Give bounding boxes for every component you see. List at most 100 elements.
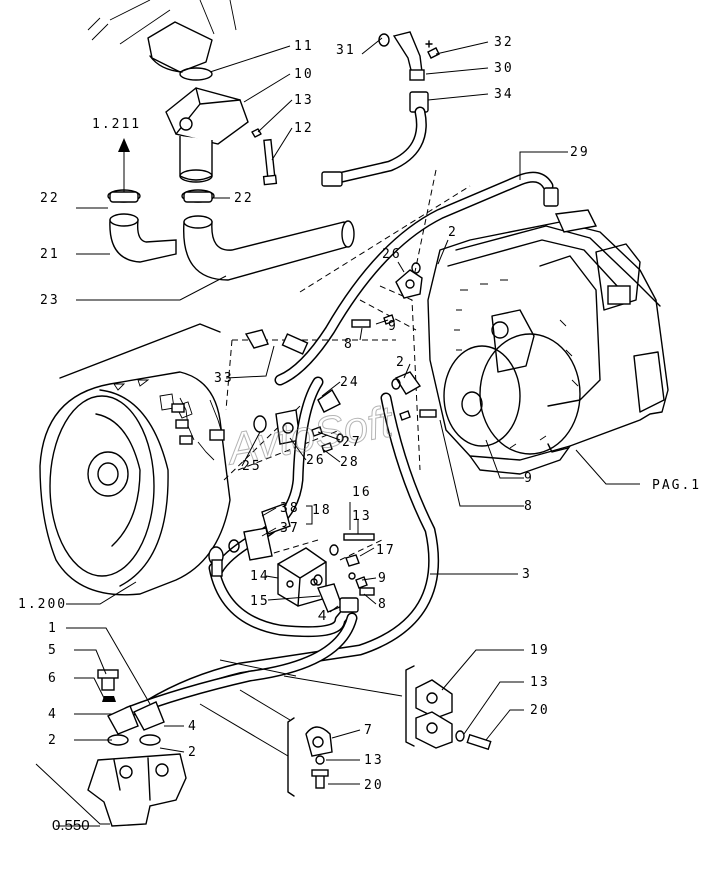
lower-fittings bbox=[87, 669, 187, 827]
callout-2-left: 2 bbox=[48, 733, 58, 748]
torque-converter-housing bbox=[39, 323, 231, 596]
clamp-7-group bbox=[287, 717, 333, 797]
callout-2-upper: 2 bbox=[448, 225, 458, 240]
washer-13 bbox=[251, 128, 262, 138]
washer-16 bbox=[329, 544, 339, 556]
reference-arrow-1211 bbox=[118, 138, 130, 194]
washer-9-lower bbox=[355, 576, 368, 589]
upper-pipe-assembly bbox=[321, 31, 440, 187]
callout-21: 21 bbox=[40, 247, 60, 262]
bolt-8-mid bbox=[419, 409, 437, 418]
clamp-7 bbox=[305, 726, 333, 757]
callout-9-upper: 9 bbox=[388, 319, 398, 334]
callout-3: 3 bbox=[522, 567, 532, 582]
bolt-13 bbox=[343, 533, 375, 541]
callout-pag1: PAG.1 bbox=[652, 478, 701, 493]
callout-9-lower: 9 bbox=[378, 571, 388, 586]
callout-labels: 11 10 13 12 31 32 30 34 1.211 22 22 21 2… bbox=[18, 35, 701, 834]
intake-hose-23 bbox=[181, 189, 355, 281]
callout-1: 1 bbox=[48, 621, 58, 636]
callout-11: 11 bbox=[294, 39, 314, 54]
callout-19: 19 bbox=[530, 643, 550, 658]
callout-17: 17 bbox=[376, 543, 396, 558]
callout-32: 32 bbox=[494, 35, 514, 50]
callout-5: 5 bbox=[48, 643, 58, 658]
valve-block-group bbox=[208, 503, 375, 613]
housing-10 bbox=[165, 87, 249, 145]
callout-33: 33 bbox=[214, 371, 234, 386]
engine-block-outline bbox=[87, 0, 237, 73]
washer-13-lower bbox=[315, 755, 325, 765]
callout-25: 25 bbox=[242, 459, 262, 474]
callout-8-upper: 8 bbox=[344, 337, 354, 352]
dashed-guides bbox=[223, 169, 471, 561]
clamp-half-19-lower bbox=[415, 711, 453, 749]
callout-1211: 1.211 bbox=[92, 117, 141, 132]
breather-housing bbox=[165, 67, 278, 186]
fitting-30 bbox=[409, 69, 425, 81]
callout-4-right: 4 bbox=[188, 719, 198, 734]
callout-2-right: 2 bbox=[188, 745, 198, 760]
callout-13-mid: 13 bbox=[352, 509, 372, 524]
o-ring-11 bbox=[179, 67, 213, 81]
callout-22-left: 22 bbox=[40, 191, 60, 206]
callout-4-mid: 4 bbox=[318, 607, 326, 624]
bolt-20-right bbox=[466, 733, 492, 751]
callout-28: 28 bbox=[340, 455, 360, 470]
callout-13-lower: 13 bbox=[364, 753, 384, 768]
o-ring-31 bbox=[378, 33, 390, 47]
elbow-24 bbox=[317, 388, 341, 413]
washer-6 bbox=[102, 696, 116, 702]
callout-12: 12 bbox=[294, 121, 314, 136]
callout-2-mid: 2 bbox=[396, 355, 406, 370]
bolt-8-upper bbox=[351, 319, 371, 328]
callout-38: 38 bbox=[280, 501, 300, 516]
transmission-unit bbox=[427, 209, 669, 475]
callout-8-right: 8 bbox=[524, 499, 534, 514]
flange-26-upper bbox=[395, 269, 423, 299]
callout-7: 7 bbox=[364, 723, 374, 738]
callout-8-lower: 8 bbox=[378, 597, 388, 612]
callout-26-upper: 26 bbox=[382, 247, 402, 262]
callout-4-left: 4 bbox=[48, 707, 58, 722]
callout-14: 14 bbox=[250, 569, 270, 584]
callout-15: 15 bbox=[250, 594, 270, 609]
intake-hose-21 bbox=[107, 189, 177, 263]
elbow-37 bbox=[243, 527, 273, 561]
hose-1 bbox=[122, 376, 358, 718]
washer-13-right bbox=[455, 730, 465, 742]
callout-23: 23 bbox=[40, 293, 60, 308]
center-fittings bbox=[244, 262, 437, 453]
callout-10: 10 bbox=[294, 67, 314, 82]
elbow-4-left bbox=[107, 705, 139, 735]
elbow-4-right bbox=[133, 701, 165, 731]
callout-37: 37 bbox=[280, 521, 300, 536]
callout-0550: 0.550 bbox=[52, 817, 90, 834]
o-ring-2-right bbox=[139, 734, 161, 746]
callout-29: 29 bbox=[570, 145, 590, 160]
washer-17 bbox=[345, 554, 360, 567]
bolt-32 bbox=[427, 47, 440, 59]
callout-27: 27 bbox=[342, 435, 362, 450]
callout-34: 34 bbox=[494, 87, 514, 102]
callout-20-right: 20 bbox=[530, 703, 550, 718]
callout-9-right: 9 bbox=[524, 471, 534, 486]
callout-20-lower: 20 bbox=[364, 778, 384, 793]
bolt-8-lower bbox=[359, 587, 375, 596]
leader-lines bbox=[35, 37, 640, 827]
callout-13: 13 bbox=[294, 93, 314, 108]
callout-30: 30 bbox=[494, 61, 514, 76]
nut-4-mid bbox=[339, 597, 359, 613]
callout-24: 24 bbox=[340, 375, 360, 390]
callout-26-lower: 26 bbox=[306, 453, 326, 468]
washer-28 bbox=[321, 442, 333, 453]
bolt-12 bbox=[263, 138, 276, 181]
callout-31: 31 bbox=[336, 43, 356, 58]
callout-1200: 1.200 bbox=[18, 597, 67, 612]
callout-22-right: 22 bbox=[234, 191, 254, 206]
hose-3 bbox=[144, 392, 440, 710]
callout-13-right: 13 bbox=[530, 675, 550, 690]
washer-9-upper bbox=[383, 314, 395, 325]
callout-16: 16 bbox=[352, 485, 372, 500]
